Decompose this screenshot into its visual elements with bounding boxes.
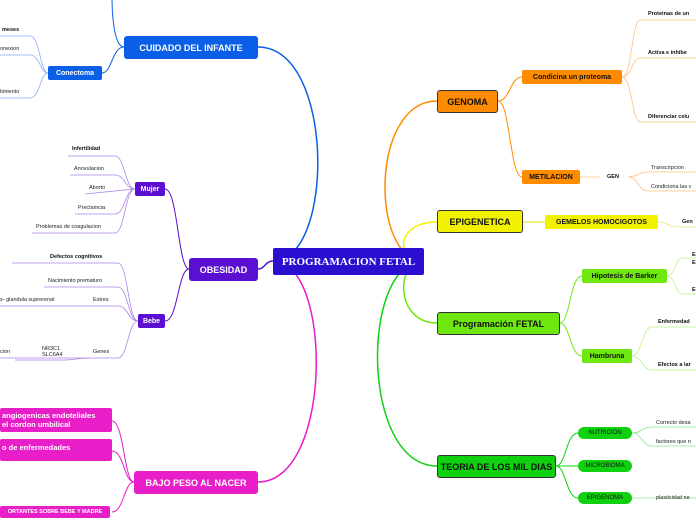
subtopic-mujer[interactable]: Mujer — [135, 182, 165, 196]
label-coagulacion[interactable]: Problemas de coagulacion — [36, 224, 101, 230]
subtopic-bebe[interactable]: Bebe — [138, 314, 165, 328]
label-glandula[interactable]: s- glandula suprerenal — [0, 297, 55, 303]
subtopic-conectoma[interactable]: Conectoma — [48, 66, 102, 80]
label-barker-e3[interactable]: E — [692, 287, 696, 293]
connector-obesidad — [257, 260, 274, 270]
label-slc6a4[interactable]: SLC6A4 — [42, 352, 63, 358]
label-defectos-cognitivos[interactable]: Defectos cognitivos — [50, 254, 103, 260]
topic-teoria-mil-dias[interactable]: TEORIA DE LOS MIL DIAS — [437, 455, 556, 478]
topic-programacion-fetal[interactable]: Programación FETAL — [437, 312, 560, 335]
label-genes[interactable]: Genes — [93, 349, 110, 355]
connector-genoma — [384, 100, 438, 262]
label-efectos[interactable]: Efectos a lar — [658, 362, 691, 368]
subtopic-gemelos-homocigotos[interactable]: GEMELOS HOMOCIGOTOS — [545, 215, 658, 229]
label-meses[interactable]: meses — [2, 27, 20, 33]
topic-cuidado-infante[interactable]: CUIDADO DEL INFANTE — [124, 36, 258, 59]
subtopic-epigenoma[interactable]: EPIGENOMA — [578, 492, 632, 504]
subtopic-nutricion[interactable]: NUTRICION — [578, 427, 632, 439]
subtopic-condicina-proteoma[interactable]: Condicina un proteoma — [522, 70, 622, 84]
label-estres[interactable]: Estres — [93, 297, 109, 303]
angiogenicas-line1: angiogenicas endoteliales — [2, 411, 96, 420]
label-transcripcion[interactable]: Transcripcion — [651, 165, 684, 171]
label-enfermedad[interactable]: Enfermedad — [658, 319, 690, 325]
connector-cuidado — [257, 46, 319, 262]
topic-epigenetica[interactable]: EPIGENETICA — [437, 210, 523, 233]
subtopic-angiogenicas[interactable]: angiogenicas endoteliales el cordon umbi… — [0, 408, 112, 432]
subtopic-hambruna[interactable]: Hambruna — [582, 349, 632, 363]
label-barker-e2[interactable]: E — [692, 260, 696, 266]
label-factores[interactable]: factores que n — [656, 439, 691, 445]
subtopic-metilacion[interactable]: METILACION — [522, 170, 580, 184]
label-plasticidad[interactable]: plasticidad ne — [656, 495, 690, 501]
label-nr3c1[interactable]: NR3C1 — [42, 346, 61, 352]
label-gen-cut[interactable]: Gen — [682, 219, 693, 225]
connector-bajo-peso — [257, 260, 318, 483]
label-aborto[interactable]: Aborto — [89, 185, 106, 191]
label-correcto[interactable]: Correcto desa — [656, 420, 691, 426]
label-proteinas[interactable]: Proteinas de un — [648, 11, 690, 17]
label-anovulacion[interactable]: Anovulacion — [74, 166, 104, 172]
subtopic-importantes[interactable]: ORTANTES SOBRE BEBE Y MADRE — [0, 506, 110, 518]
topic-genoma[interactable]: GENOMA — [437, 90, 498, 113]
label-gen[interactable]: GEN — [607, 174, 619, 180]
subtopic-enfermedades[interactable]: o de enfermedades — [0, 439, 112, 461]
label-conexion[interactable]: onexion — [0, 46, 20, 52]
label-infertilidad[interactable]: Infertilidad — [72, 146, 101, 152]
central-topic[interactable]: PROGRAMACION FETAL — [273, 248, 424, 275]
label-nacimiento-prematuro[interactable]: Nacimiento prematuro — [48, 278, 103, 284]
label-condiciona[interactable]: Condiciona las c — [651, 184, 692, 190]
label-cion[interactable]: cion — [0, 349, 11, 355]
connector-teoria — [376, 260, 438, 467]
label-barker-e1[interactable]: E — [692, 252, 696, 258]
label-activa-inhibe[interactable]: Activa e inhibe — [648, 50, 687, 56]
subtopic-hipotesis-barker[interactable]: Hipotesis de Barker — [582, 269, 667, 283]
label-preclamcia[interactable]: Preclamcia — [78, 205, 106, 211]
topic-bajo-peso[interactable]: BAJO PESO AL NACER — [134, 471, 258, 494]
label-timiento[interactable]: timiento — [0, 89, 20, 95]
topic-obesidad[interactable]: OBESIDAD — [189, 258, 258, 281]
angiogenicas-line2: el cordon umbilical — [2, 420, 71, 429]
subtopic-microbioma[interactable]: MICROBIOMA — [578, 460, 632, 472]
label-diferenciar[interactable]: Diferenciar celu — [648, 114, 690, 120]
